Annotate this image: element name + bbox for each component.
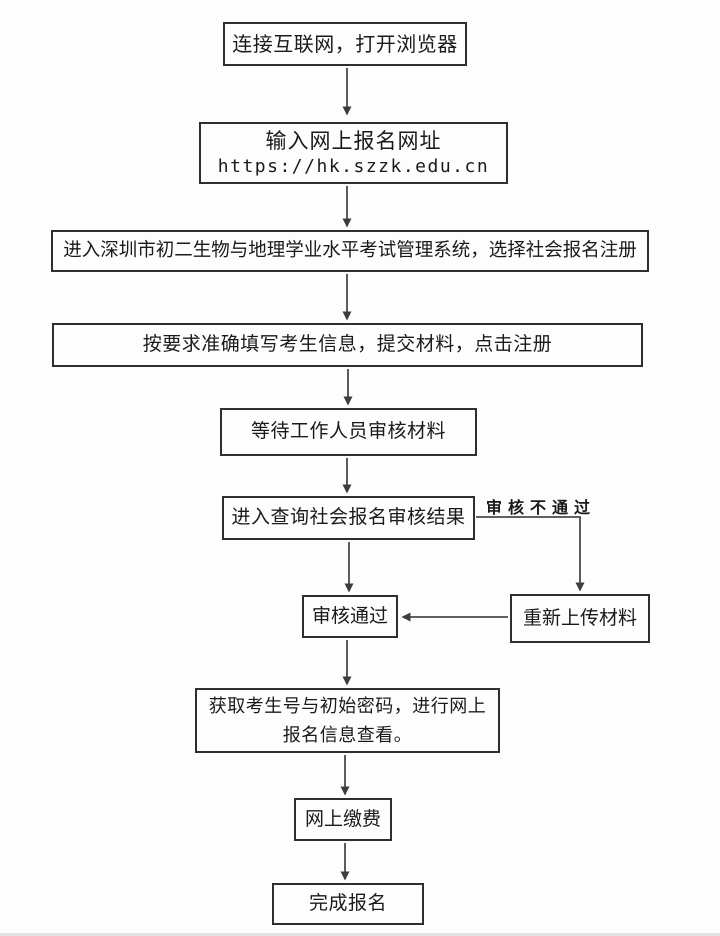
edge-label-review-fail: 审核不通过	[486, 498, 597, 517]
node-enter-url: 输入网上报名网址 https://hk.szzk.edu.cn	[199, 122, 508, 184]
node-fill-info: 按要求准确填写考生信息，提交材料，点击注册	[52, 323, 643, 367]
node-enter-system: 进入深圳市初二生物与地理学业水平考试管理系统，选择社会报名注册	[51, 230, 649, 272]
arrow-query-to-reupload	[476, 516, 585, 592]
node-query-result: 进入查询社会报名审核结果	[222, 496, 475, 540]
node-online-payment: 网上缴费	[294, 798, 392, 841]
node-reupload-materials: 重新上传材料	[510, 594, 650, 643]
registration-url-text: https://hk.szzk.edu.cn	[217, 155, 490, 177]
node-enter-url-label: 输入网上报名网址	[265, 128, 442, 153]
node-complete-registration: 完成报名	[272, 883, 424, 925]
node-wait-review: 等待工作人员审核材料	[220, 408, 477, 456]
page-bottom-edge	[0, 933, 720, 936]
node-review-pass: 审核通过	[302, 595, 398, 638]
node-get-exam-id: 获取考生号与初始密码，进行网上报名信息查看。	[195, 688, 500, 753]
node-connect-internet: 连接互联网，打开浏览器	[223, 22, 467, 66]
